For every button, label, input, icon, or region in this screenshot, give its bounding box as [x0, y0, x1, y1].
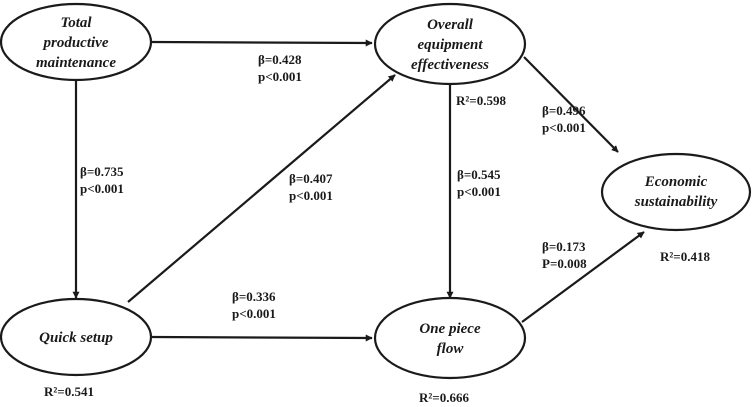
edge-qs-to-opf [151, 334, 373, 342]
path-coefficient-p: P=0.008 [542, 256, 587, 271]
node-label-line: productive [42, 35, 109, 51]
path-coefficient-p: p<0.001 [289, 188, 333, 203]
node-label-line: maintenance [36, 55, 116, 71]
node-label-line: flow [437, 341, 465, 357]
node-label-line: Overall [427, 17, 474, 33]
edge-qs-to-oee [127, 74, 396, 303]
path-coefficient-p: p<0.001 [232, 306, 276, 321]
node-label-line: Quick setup [39, 330, 113, 346]
node-overall-equipment-effectiveness: Overall equipment effectiveness [373, 2, 527, 86]
path-coefficient-beta: β=0.173 [542, 239, 586, 254]
path-coefficient-beta: β=0.428 [258, 52, 302, 67]
node-label-line: One piece [419, 321, 481, 337]
r-squared-es: R²=0.418 [660, 249, 710, 264]
node-label-line: Total [60, 15, 92, 31]
node-label-line: effectiveness [411, 57, 489, 73]
path-coefficient-p: p<0.001 [80, 181, 124, 196]
path-coefficient-beta: β=0.336 [232, 289, 276, 304]
edge-oee-to-es [523, 56, 619, 153]
path-coefficient-beta: β=0.545 [457, 167, 501, 182]
node-economic-sustainability: Economic sustainability [600, 152, 752, 232]
node-total-productive-maintenance: Total productive maintenance [0, 2, 153, 82]
path-coefficient-p: p<0.001 [542, 120, 586, 135]
edge-tpm-to-oee [151, 39, 373, 47]
node-label-line: sustainability [634, 194, 718, 210]
path-coefficient-beta: β=0.407 [289, 171, 333, 186]
r-squared-qs: R²=0.541 [44, 384, 94, 399]
path-coefficient-p: p<0.001 [258, 69, 302, 84]
r-squared-oee: R²=0.598 [456, 93, 506, 108]
edge-opf-to-es [521, 231, 645, 323]
node-quick-setup: Quick setup [0, 297, 153, 377]
node-one-piece-flow: One piece flow [373, 296, 527, 380]
node-label-line: equipment [417, 37, 483, 53]
path-coefficient-beta: β=0.496 [542, 103, 586, 118]
path-coefficient-p: p<0.001 [457, 184, 501, 199]
r-squared-opf: R²=0.666 [419, 390, 469, 405]
path-coefficient-beta: β=0.735 [80, 164, 124, 179]
node-label-line: Economic [644, 174, 708, 190]
